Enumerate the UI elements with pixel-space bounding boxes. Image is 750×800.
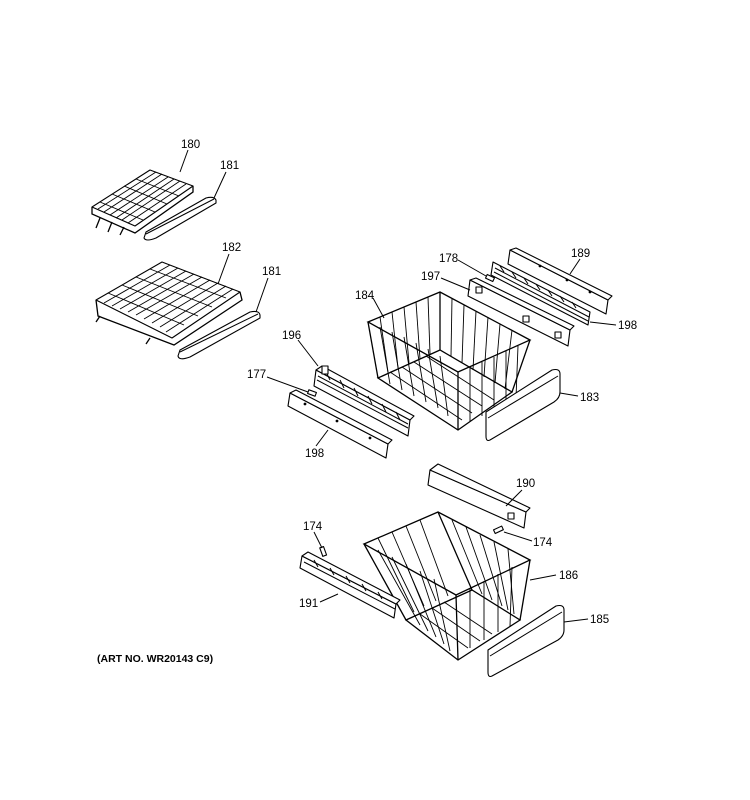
leader-lines [179,149,617,623]
basket-184 [366,291,532,431]
rail-190 [427,463,531,529]
wire-shelf-182 [95,261,243,346]
basket-186 [362,511,532,661]
art-number: (ART NO. WR20143 C9) [97,653,213,665]
callout-181-mid: 181 [262,266,281,278]
callout-174-left: 174 [303,521,323,533]
stud-174-left [319,546,328,557]
basket-front-183 [485,368,561,442]
slide-rail-191 [299,551,401,619]
callout-178: 178 [439,253,458,265]
callout-185: 185 [590,614,609,626]
basket-front-185 [487,604,565,678]
callout-189: 189 [571,248,590,260]
callout-190: 190 [516,478,535,490]
shelf-trim-181-top [143,196,217,241]
callout-198-right: 198 [618,320,637,332]
slide-rail-198-right [490,261,591,326]
callout-181-top: 181 [220,160,239,172]
callout-191: 191 [299,598,318,610]
bracket-197 [467,277,575,347]
callout-177: 177 [247,369,266,381]
rail-cover-189 [507,247,613,315]
wire-shelf-180 [91,169,194,236]
callout-183: 183 [580,392,599,404]
slide-rail-196 [313,365,415,437]
callout-182: 182 [222,242,241,254]
callout-198-left: 198 [305,448,324,460]
stud-174-right [492,525,504,535]
callout-196: 196 [282,330,301,342]
stud-178 [484,273,496,283]
slide-rail-198-left [287,389,393,459]
callout-174-right: 174 [533,537,553,549]
callout-labels: 180 181 182 181 178 189 197 184 198 196 … [181,139,637,626]
callout-186: 186 [559,570,578,582]
callout-197: 197 [421,271,440,283]
callout-180: 180 [181,139,200,151]
shelf-trim-181-mid [177,310,261,360]
stud-177 [307,389,317,397]
callout-184: 184 [355,290,375,302]
